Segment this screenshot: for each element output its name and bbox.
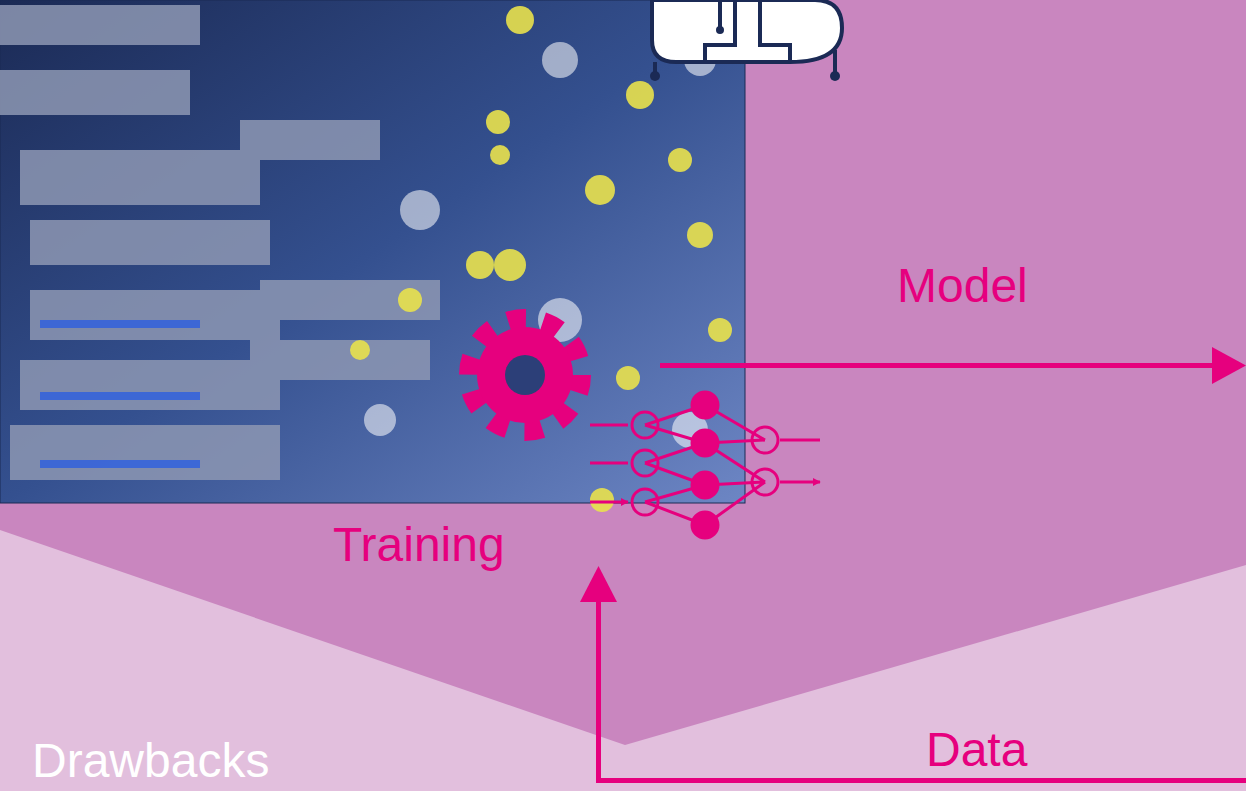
flow-arrows: [580, 347, 1246, 783]
gear-icon: [469, 319, 581, 431]
data-label: Data: [926, 726, 1027, 774]
training-label: Training: [333, 521, 505, 569]
neural-net-icon: [590, 392, 820, 538]
dark-band: [0, 0, 1246, 745]
drawbacks-label: Drawbacks: [32, 737, 269, 785]
server-photo: [0, 0, 745, 512]
cloud-icon: [650, 0, 842, 81]
model-label: Model: [897, 262, 1028, 310]
